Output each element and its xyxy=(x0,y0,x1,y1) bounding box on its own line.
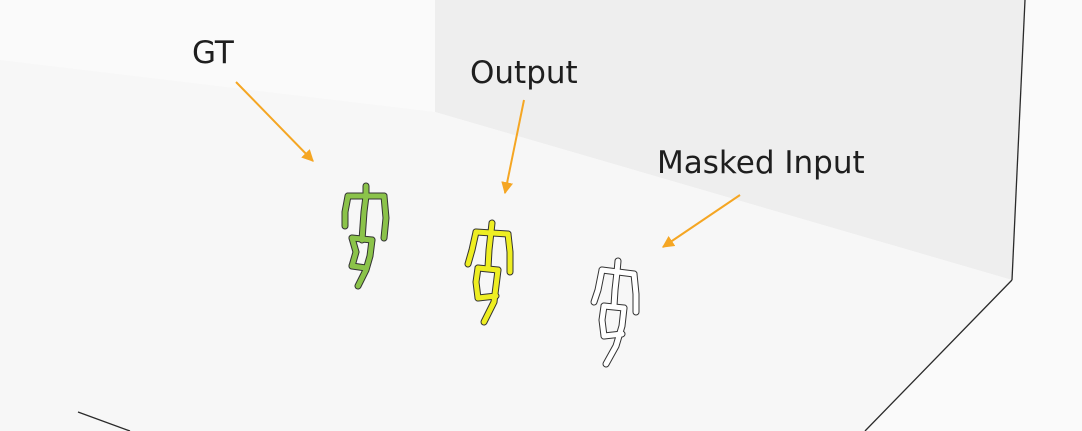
output-label: Output xyxy=(470,55,578,91)
gt-arrow xyxy=(235,81,314,162)
masked-input-arrow xyxy=(662,194,741,248)
output-skeleton xyxy=(464,219,514,326)
masked-input-skeleton xyxy=(590,257,640,368)
back-wall-plane xyxy=(435,0,1025,280)
output-arrow xyxy=(501,99,525,195)
wall-vertical-edge xyxy=(1011,0,1026,281)
floor-front-edge xyxy=(77,411,131,431)
masked-input-label: Masked Input xyxy=(657,145,865,181)
gt-skeleton xyxy=(341,182,390,290)
floor-right-edge xyxy=(864,279,1013,431)
gt-label: GT xyxy=(192,35,234,71)
